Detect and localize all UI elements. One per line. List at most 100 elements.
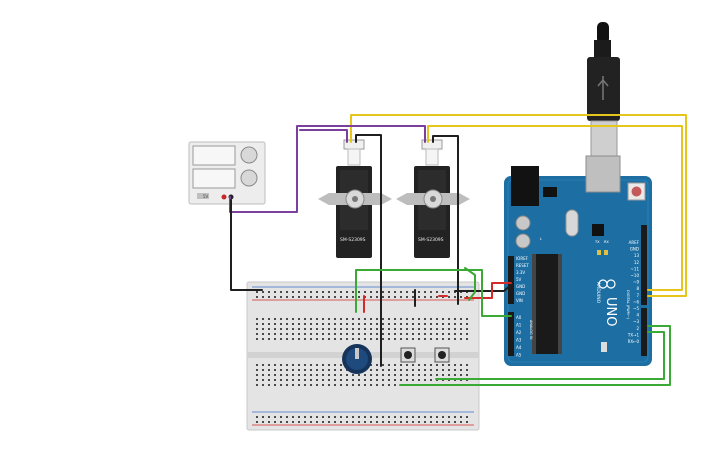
breadboard-hole[interactable] [292,374,294,376]
breadboard-hole[interactable] [322,379,324,381]
breadboard-hole[interactable] [298,364,300,366]
breadboard-hole[interactable] [412,379,414,381]
breadboard-hole[interactable] [328,328,330,330]
breadboard-hole[interactable] [382,328,384,330]
breadboard-hole[interactable] [442,364,444,366]
breadboard-hole[interactable] [340,416,342,418]
breadboard-hole[interactable] [400,296,402,298]
breadboard-hole[interactable] [340,384,342,386]
breadboard-hole[interactable] [340,379,342,381]
breadboard-hole[interactable] [460,296,462,298]
breadboard-hole[interactable] [304,416,306,418]
breadboard-hole[interactable] [256,379,258,381]
breadboard-hole[interactable] [436,374,438,376]
breadboard-hole[interactable] [454,328,456,330]
breadboard-hole[interactable] [394,364,396,366]
breadboard-hole[interactable] [388,333,390,335]
breadboard-hole[interactable] [424,338,426,340]
breadboard-hole[interactable] [418,338,420,340]
breadboard-hole[interactable] [280,374,282,376]
breadboard-hole[interactable] [430,318,432,320]
breadboard-hole[interactable] [412,364,414,366]
breadboard-hole[interactable] [382,291,384,293]
breadboard-hole[interactable] [376,416,378,418]
breadboard-hole[interactable] [400,318,402,320]
breadboard-hole[interactable] [418,374,420,376]
breadboard-hole[interactable] [436,333,438,335]
breadboard-hole[interactable] [436,296,438,298]
breadboard-hole[interactable] [316,379,318,381]
breadboard-hole[interactable] [262,374,264,376]
breadboard-hole[interactable] [400,323,402,325]
breadboard-hole[interactable] [298,421,300,423]
breadboard-hole[interactable] [418,318,420,320]
breadboard-hole[interactable] [430,374,432,376]
breadboard-hole[interactable] [388,318,390,320]
breadboard-hole[interactable] [316,318,318,320]
breadboard-hole[interactable] [256,291,258,293]
breadboard-hole[interactable] [256,333,258,335]
breadboard-hole[interactable] [418,296,420,298]
breadboard-hole[interactable] [388,374,390,376]
breadboard-hole[interactable] [280,379,282,381]
breadboard-hole[interactable] [340,369,342,371]
breadboard-hole[interactable] [274,296,276,298]
breadboard-hole[interactable] [412,318,414,320]
breadboard-hole[interactable] [280,328,282,330]
breadboard-hole[interactable] [322,318,324,320]
breadboard-hole[interactable] [406,421,408,423]
breadboard-hole[interactable] [286,291,288,293]
breadboard-hole[interactable] [262,379,264,381]
breadboard-hole[interactable] [364,421,366,423]
breadboard-hole[interactable] [364,384,366,386]
breadboard-hole[interactable] [442,318,444,320]
breadboard-hole[interactable] [382,318,384,320]
breadboard-hole[interactable] [286,379,288,381]
breadboard-hole[interactable] [394,384,396,386]
ps-positive-terminal[interactable] [221,194,227,200]
breadboard-hole[interactable] [334,291,336,293]
breadboard-hole[interactable] [424,318,426,320]
breadboard-hole[interactable] [418,328,420,330]
breadboard-hole[interactable] [292,323,294,325]
breadboard-hole[interactable] [358,291,360,293]
breadboard-hole[interactable] [406,291,408,293]
breadboard-hole[interactable] [382,333,384,335]
breadboard-hole[interactable] [334,296,336,298]
breadboard-hole[interactable] [382,369,384,371]
breadboard-hole[interactable] [406,364,408,366]
breadboard-hole[interactable] [340,338,342,340]
breadboard-hole[interactable] [310,328,312,330]
breadboard-hole[interactable] [268,416,270,418]
breadboard-hole[interactable] [310,338,312,340]
breadboard-hole[interactable] [310,291,312,293]
breadboard-hole[interactable] [376,379,378,381]
breadboard-hole[interactable] [376,333,378,335]
breadboard-hole[interactable] [310,379,312,381]
breadboard-hole[interactable] [334,384,336,386]
breadboard-hole[interactable] [346,328,348,330]
breadboard-hole[interactable] [430,421,432,423]
breadboard-hole[interactable] [400,328,402,330]
breadboard-hole[interactable] [280,296,282,298]
breadboard-hole[interactable] [436,291,438,293]
breadboard-hole[interactable] [412,416,414,418]
breadboard-hole[interactable] [340,328,342,330]
breadboard-hole[interactable] [274,374,276,376]
breadboard-hole[interactable] [352,323,354,325]
power-supply[interactable] [188,141,266,205]
breadboard-hole[interactable] [436,421,438,423]
breadboard-hole[interactable] [436,369,438,371]
breadboard-hole[interactable] [268,323,270,325]
breadboard-hole[interactable] [466,323,468,325]
breadboard-hole[interactable] [328,384,330,386]
breadboard-hole[interactable] [268,291,270,293]
breadboard-hole[interactable] [280,364,282,366]
breadboard-hole[interactable] [388,421,390,423]
breadboard-hole[interactable] [430,338,432,340]
breadboard-hole[interactable] [466,318,468,320]
breadboard-hole[interactable] [424,296,426,298]
breadboard-hole[interactable] [256,369,258,371]
breadboard-hole[interactable] [262,416,264,418]
breadboard-hole[interactable] [376,384,378,386]
